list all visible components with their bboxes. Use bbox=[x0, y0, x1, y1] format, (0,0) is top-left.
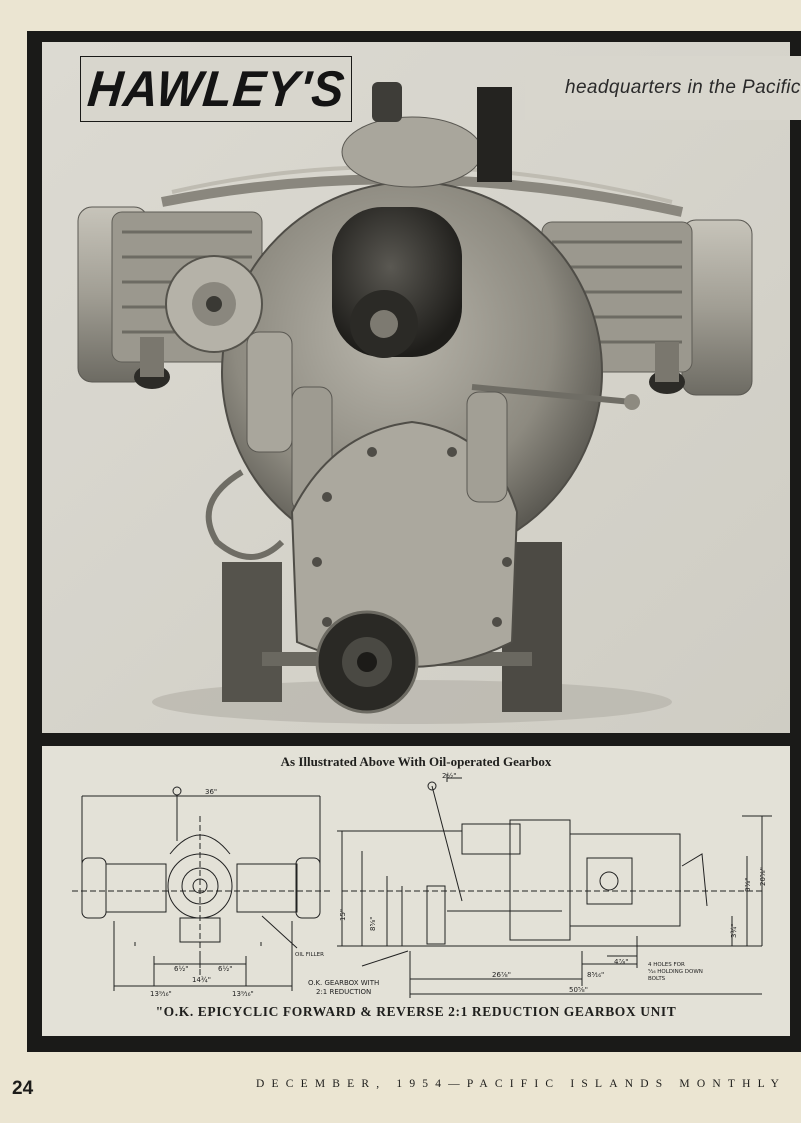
dim-14: 14¾" bbox=[192, 976, 211, 984]
tagline-text: headquarters in the Pacific bbox=[565, 77, 801, 98]
logo-text: HAWLEY'S bbox=[84, 61, 348, 117]
dim-6b: 6½" bbox=[218, 965, 232, 973]
footer-publication-line: DECEMBER, 1954—PACIFIC ISLANDS MONTHLY bbox=[256, 1078, 787, 1090]
dim-15: 15" bbox=[339, 909, 347, 921]
label-holes-line2: ⁵⁄₁₆ HOLDING DOWN bbox=[648, 968, 703, 975]
dim-50: 50⅝" bbox=[569, 986, 588, 994]
label-holes-line3: BOLTS bbox=[648, 976, 666, 982]
dim-8c: 8⅝" bbox=[369, 917, 377, 931]
dim-13a: 13⁹⁄₁₆" bbox=[150, 990, 172, 998]
engine-photograph bbox=[42, 42, 790, 733]
dim-width-36: 36" bbox=[205, 788, 217, 796]
dimension-drawing: 36" 6½" 6½" 14¾" 13⁹⁄₁₆" 13⁹⁄₁₆" OIL FIL… bbox=[72, 772, 772, 998]
technical-drawing-panel: As Illustrated Above With Oil-operated G… bbox=[42, 746, 790, 1036]
label-gearbox-line2: 2:1 REDUCTION bbox=[316, 988, 371, 996]
tagline-box: headquarters in the Pacific bbox=[525, 56, 801, 120]
label-holes-line1: 4 HOLES FOR bbox=[648, 962, 685, 968]
dim-26: 26⅞" bbox=[492, 971, 511, 979]
dim-4: 4⅞" bbox=[614, 958, 628, 966]
caption-top: As Illustrated Above With Oil-operated G… bbox=[280, 754, 552, 769]
label-gearbox-line1: O.K. GEARBOX WITH bbox=[308, 979, 379, 987]
dim-13b: 13⁹⁄₁₆" bbox=[232, 990, 254, 998]
label-oil-filler: OIL FILLER bbox=[295, 952, 324, 958]
caption-bottom: "O.K. EPICYCLIC FORWARD & REVERSE 2:1 RE… bbox=[155, 1004, 677, 1019]
dim-20: 20⅝" bbox=[759, 867, 767, 886]
dim-2: 2½" bbox=[442, 772, 456, 780]
dim-8: 8⁵⁄₁₆" bbox=[587, 971, 604, 979]
dim-3: 3¾" bbox=[730, 924, 738, 938]
dim-8b: 8⅞" bbox=[744, 878, 752, 892]
page-number: 24 bbox=[12, 1078, 34, 1099]
hawleys-logo: HAWLEY'S bbox=[80, 56, 352, 122]
dim-6a: 6½" bbox=[174, 965, 188, 973]
